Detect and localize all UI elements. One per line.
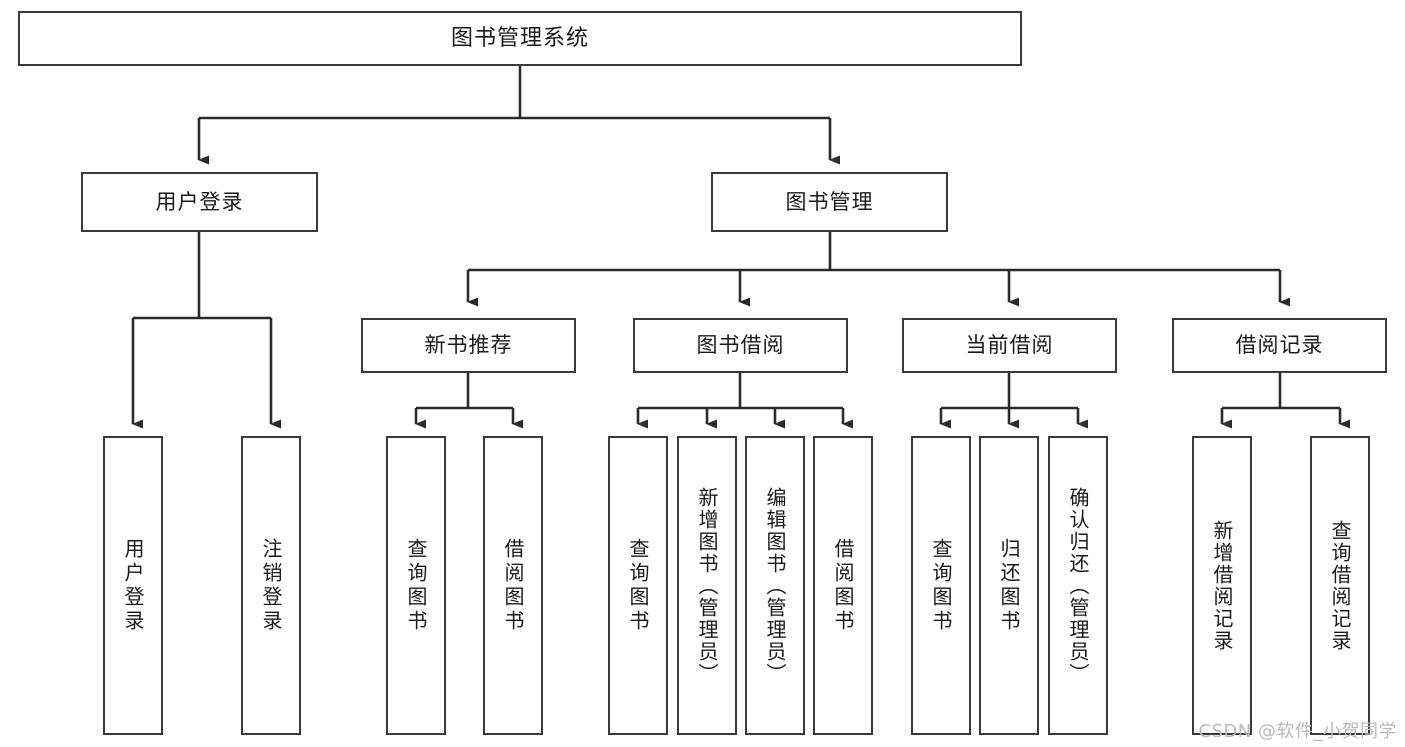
node-label: 查询图书 (929, 537, 953, 634)
node-label: 图书管理 (785, 189, 874, 214)
node-label: 图书借阅 (696, 333, 785, 358)
node-label: 用户登录 (155, 189, 244, 214)
leaf-query-book-1[interactable]: 查询图书 (386, 436, 446, 735)
node-label: 查询借阅记录 (1328, 519, 1352, 652)
node-label: 查询图书 (626, 537, 650, 634)
leaf-query-record[interactable]: 查询借阅记录 (1310, 436, 1370, 735)
node-label: 查询图书 (404, 537, 428, 634)
node-label: 借阅图书 (501, 537, 525, 634)
watermark-text: CSDN @软件_小贺同学 (1198, 721, 1397, 742)
node-new-book-recommend[interactable]: 新书推荐 (361, 318, 576, 373)
node-label: 新增图书（管理员） (695, 486, 719, 685)
node-label: 借阅记录 (1235, 333, 1324, 358)
leaf-borrow-book-2[interactable]: 借阅图书 (813, 436, 873, 735)
node-label: 用户登录 (121, 537, 145, 634)
leaf-logout-login[interactable]: 注销登录 (241, 436, 301, 735)
node-label: 新增借阅记录 (1210, 519, 1234, 652)
node-label: 借阅图书 (831, 537, 855, 634)
node-root[interactable]: 图书管理系统 (18, 11, 1022, 66)
leaf-add-record[interactable]: 新增借阅记录 (1192, 436, 1252, 735)
node-label: 确认归还（管理员） (1066, 486, 1090, 685)
node-book-borrow[interactable]: 图书借阅 (633, 318, 848, 373)
leaf-confirm-return[interactable]: 确认归还（管理员） (1048, 436, 1108, 735)
leaf-add-book[interactable]: 新增图书（管理员） (677, 436, 737, 735)
leaf-user-login[interactable]: 用户登录 (103, 436, 163, 735)
leaf-borrow-book-1[interactable]: 借阅图书 (483, 436, 543, 735)
node-label: 新书推荐 (424, 333, 513, 358)
node-label: 编辑图书（管理员） (763, 486, 787, 685)
node-label: 图书管理系统 (450, 25, 589, 51)
node-label: 当前借阅 (965, 333, 1054, 358)
leaf-edit-book[interactable]: 编辑图书（管理员） (745, 436, 805, 735)
node-label: 归还图书 (997, 537, 1021, 634)
node-borrow-record[interactable]: 借阅记录 (1172, 318, 1387, 373)
node-current-borrow[interactable]: 当前借阅 (902, 318, 1117, 373)
node-user-login[interactable]: 用户登录 (81, 172, 318, 232)
node-label: 注销登录 (259, 537, 283, 634)
node-book-manage[interactable]: 图书管理 (711, 172, 948, 232)
leaf-return-book[interactable]: 归还图书 (979, 436, 1039, 735)
leaf-query-book-3[interactable]: 查询图书 (911, 436, 971, 735)
leaf-query-book-2[interactable]: 查询图书 (608, 436, 668, 735)
